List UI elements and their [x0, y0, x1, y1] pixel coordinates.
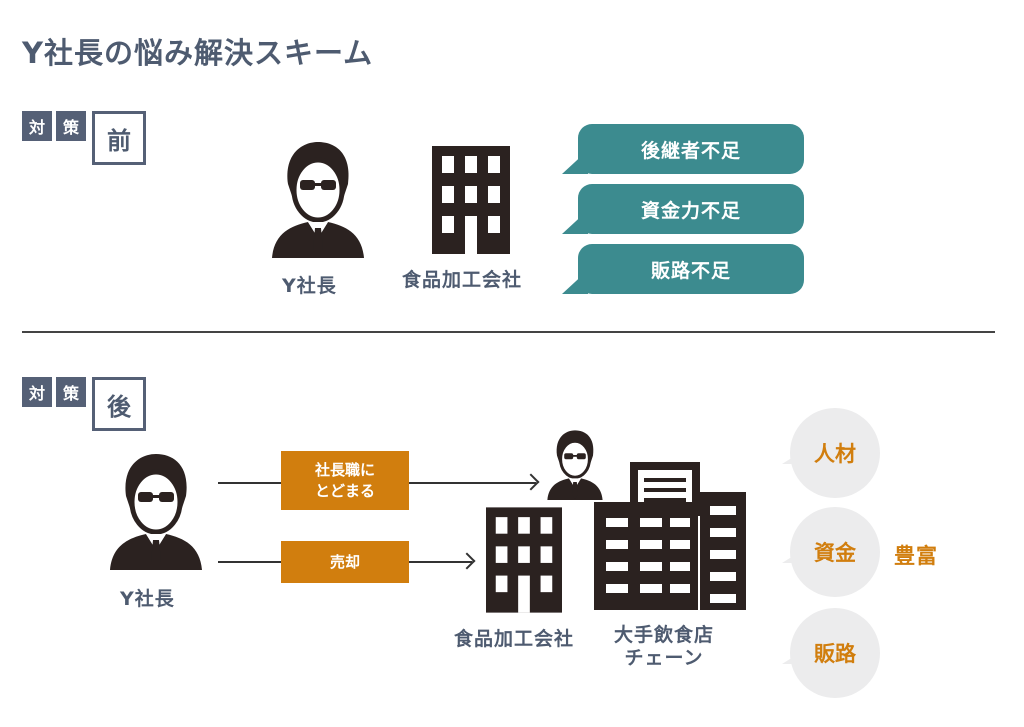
- tag-char-2: 策: [56, 111, 86, 141]
- businessman-icon: [110, 454, 202, 570]
- building-icon: [432, 146, 510, 254]
- benefit-funds: 資金: [782, 507, 880, 597]
- tag-char-2: 策: [56, 377, 86, 407]
- before-tag: 対 策 前: [22, 111, 146, 165]
- action-stay-ceo: 社長職に とどまる: [281, 451, 409, 510]
- tag-char-1: 対: [22, 377, 52, 407]
- benefit-talent: 人材: [782, 408, 880, 498]
- benefit-summary: 豊富: [894, 544, 938, 568]
- building-icon: [486, 507, 562, 613]
- action-sell: 売却: [281, 541, 409, 583]
- after-tag: 対 策 後: [22, 377, 146, 431]
- problem-bubble-sales-channel: 販路不足: [562, 244, 804, 294]
- tag-big-char: 後: [92, 377, 146, 431]
- action-stay-line-1: 社長職に: [314, 461, 375, 480]
- after-person-label: Y社長: [120, 588, 175, 610]
- chain-label-line-1: 大手飲食店: [614, 624, 715, 646]
- tag-big-char: 前: [92, 111, 146, 165]
- large-buildings-icon: [594, 462, 746, 610]
- action-stay-line-2: とどまる: [314, 481, 375, 500]
- chain-label: 大手飲食店 チェーン: [614, 624, 714, 670]
- section-divider: [22, 331, 995, 333]
- benefit-sales-channel: 販路: [782, 608, 880, 698]
- businessman-icon: [547, 430, 603, 500]
- before-company-label: 食品加工会社: [402, 269, 523, 291]
- tag-char-1: 対: [22, 111, 52, 141]
- before-person-label: Y社長: [282, 275, 337, 297]
- after-company-label: 食品加工会社: [454, 628, 575, 650]
- problem-bubble-successor: 後継者不足: [562, 124, 804, 174]
- businessman-icon: [272, 142, 364, 258]
- page-title: Y社長の悩み解決スキーム: [22, 36, 374, 70]
- chain-label-line-2: チェーン: [624, 646, 704, 669]
- problem-bubble-funds: 資金力不足: [562, 184, 804, 234]
